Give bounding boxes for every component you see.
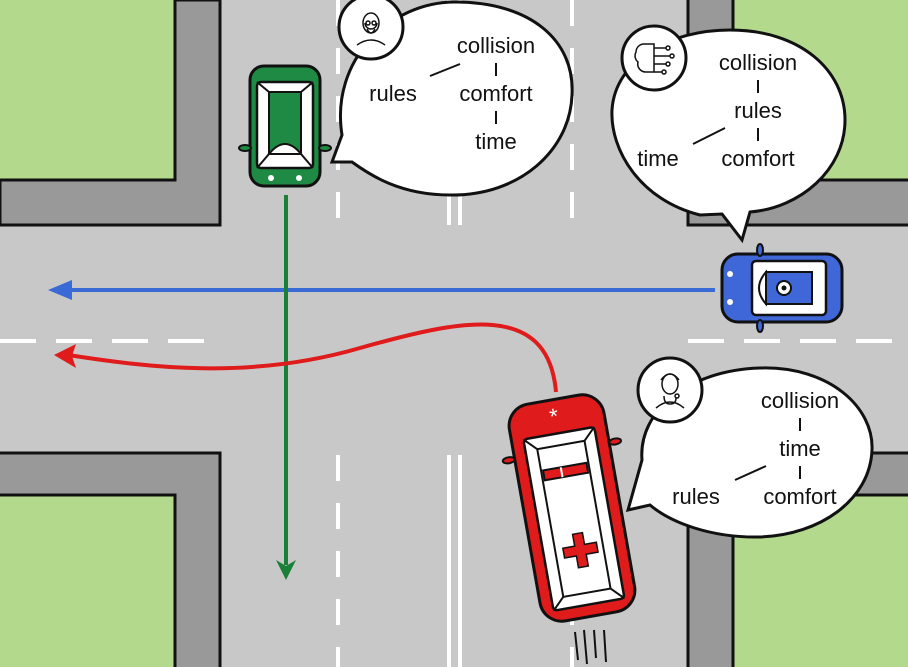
priority-top: collision bbox=[761, 388, 839, 413]
speech-bubble-medic: collision time comfort rules bbox=[625, 356, 874, 539]
green-path-arrowhead bbox=[276, 560, 296, 580]
speech-bubble-elderly: collision comfort time rules bbox=[329, 0, 574, 197]
priority-top: collision bbox=[457, 33, 535, 58]
blue-car bbox=[720, 243, 844, 333]
priority-middle: comfort bbox=[459, 81, 532, 106]
corner-bottom-left bbox=[0, 451, 222, 667]
priority-top: collision bbox=[719, 50, 797, 75]
elderly-person-icon bbox=[356, 12, 386, 46]
corner-top-left bbox=[0, 0, 222, 227]
priority-middle: time bbox=[779, 436, 821, 461]
ambulance-path bbox=[61, 322, 558, 393]
ambulance: * bbox=[501, 393, 637, 623]
red-path-arrowhead bbox=[54, 344, 76, 368]
priority-bottom: comfort bbox=[763, 484, 836, 509]
priority-left: rules bbox=[672, 484, 720, 509]
speech-bubble-ai: collision rules comfort time bbox=[610, 24, 847, 244]
priority-bottom: time bbox=[475, 129, 517, 154]
motion-lines bbox=[574, 629, 607, 665]
avatar-frame bbox=[636, 356, 704, 424]
doctor-icon bbox=[655, 373, 685, 409]
priority-bottom: comfort bbox=[721, 146, 794, 171]
blue-path-arrowhead bbox=[48, 280, 72, 300]
priority-middle: rules bbox=[734, 98, 782, 123]
ai-brain-icon bbox=[634, 43, 675, 75]
priority-left: time bbox=[637, 146, 679, 171]
priority-left: rules bbox=[369, 81, 417, 106]
green-car bbox=[238, 64, 332, 188]
